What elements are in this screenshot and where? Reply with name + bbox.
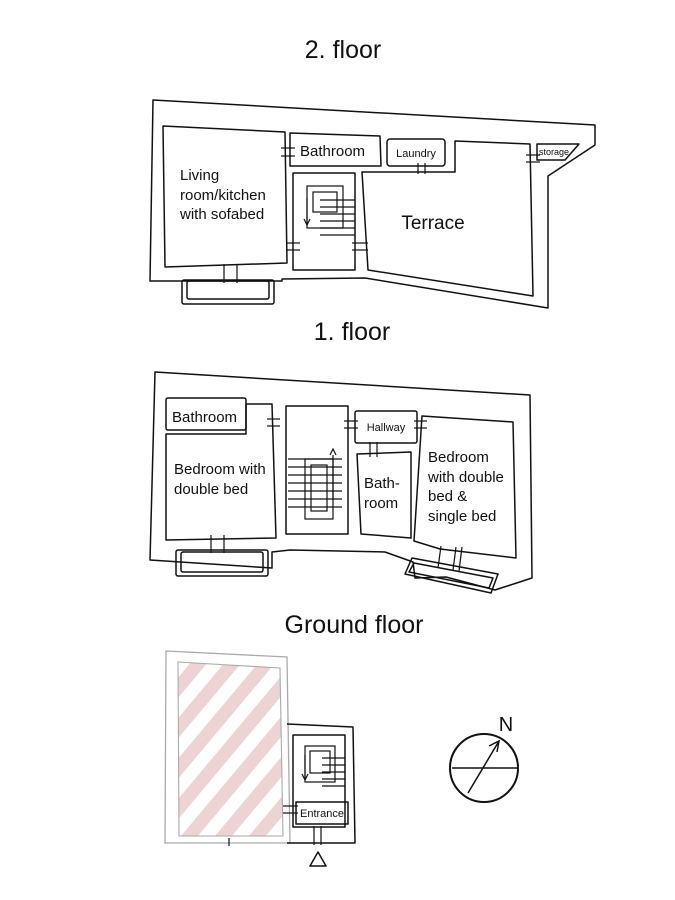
ground-floor-plan: Ground floor Entrance bbox=[164, 611, 424, 867]
second-floor-doors bbox=[223, 147, 540, 283]
second-floor-balcony-inner bbox=[186, 280, 270, 300]
first-floor-left-balcony-inner bbox=[180, 551, 264, 573]
storage-label: storage bbox=[539, 147, 569, 157]
ground-floor-heading: Ground floor bbox=[285, 611, 424, 639]
bedroom-mixed-outline bbox=[413, 415, 517, 559]
entrance-label: Entrance bbox=[300, 808, 344, 820]
first-floor-bathroom-label: Bathroom bbox=[172, 409, 237, 426]
second-floor-plan: 2. floor Living room/kitchen with sofabe… bbox=[149, 36, 596, 309]
hallway-outline bbox=[354, 410, 418, 444]
living-room-outline bbox=[162, 125, 288, 268]
north-compass: N bbox=[449, 714, 519, 803]
second-floor-bathroom-label: Bathroom bbox=[300, 143, 365, 160]
second-floor-bathroom-outline bbox=[289, 132, 382, 167]
first-floor-stairs bbox=[288, 447, 342, 520]
compass-arrowhead-icon bbox=[488, 739, 501, 753]
terrace-outline bbox=[361, 140, 534, 297]
bedroom-mixed-label: Bedroom with double bed & single bed bbox=[427, 449, 508, 525]
second-floor-stairs bbox=[303, 185, 355, 236]
ground-floor-hatched-area bbox=[177, 661, 284, 837]
laundry-label: Laundry bbox=[396, 148, 436, 160]
laundry-outline bbox=[386, 138, 446, 167]
first-floor-bath-outline bbox=[356, 451, 412, 539]
first-floor-plan: 1. floor Bathroom Bedroom with double be… bbox=[149, 318, 533, 594]
ground-floor-stairs bbox=[301, 745, 345, 787]
first-floor-heading: 1. floor bbox=[314, 318, 390, 346]
ground-floor-stairwell bbox=[292, 734, 346, 828]
compass-north-label: N bbox=[499, 714, 513, 736]
bedroom-double-outline bbox=[165, 403, 277, 541]
second-floor-heading: 2. floor bbox=[305, 36, 381, 64]
first-floor-left-balcony bbox=[175, 549, 269, 577]
compass-needle-icon bbox=[467, 740, 500, 794]
first-floor-outer-wall bbox=[149, 371, 533, 591]
compass-circle-icon bbox=[449, 733, 519, 803]
first-floor-doors bbox=[210, 418, 463, 572]
first-floor-right-balcony bbox=[404, 557, 499, 594]
bedroom-double-label: Bedroom with double bed bbox=[174, 461, 270, 498]
terrace-label: Terrace bbox=[401, 213, 464, 234]
entrance-marker-icon bbox=[309, 851, 327, 867]
second-floor-balcony bbox=[181, 279, 275, 305]
ground-floor-doors bbox=[228, 805, 322, 846]
second-floor-outer-wall bbox=[149, 99, 596, 309]
first-floor-right-balcony-inner bbox=[408, 562, 494, 589]
living-room-label: Living room/kitchen with sofabed bbox=[179, 167, 270, 223]
first-floor-bath-label: Bath- room bbox=[364, 475, 404, 512]
first-floor-stairwell bbox=[285, 405, 349, 535]
hallway-label: Hallway bbox=[367, 422, 406, 434]
